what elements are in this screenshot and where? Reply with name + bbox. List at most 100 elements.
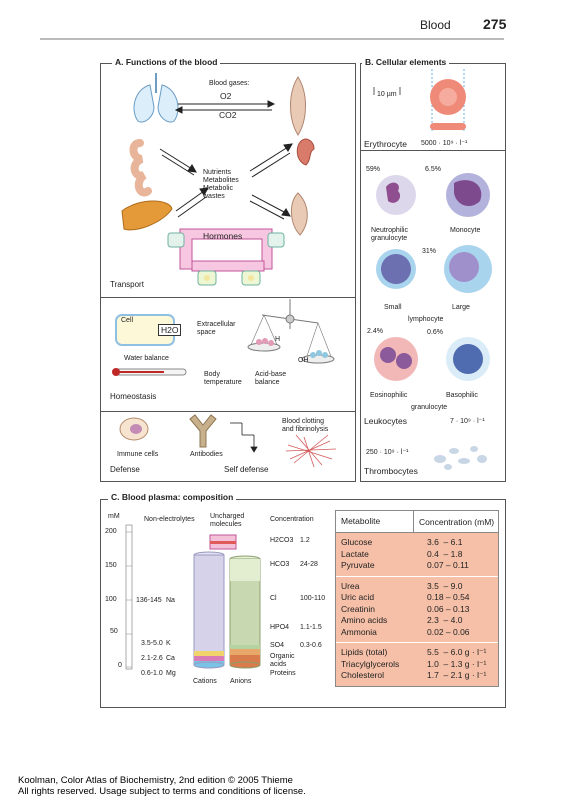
scale-bar bbox=[373, 87, 401, 95]
antibodies-label: Antibodies bbox=[190, 451, 223, 458]
anion-hpo4-range: 1.1-1.5 bbox=[300, 624, 322, 631]
metabolite-concentration: 3.5 – 9.0 bbox=[427, 580, 463, 591]
body-temp-line-2: temperature bbox=[204, 379, 242, 386]
section-b-title: B. Cellular elements bbox=[362, 57, 450, 67]
leukocytes-label: Leukocytes bbox=[364, 416, 407, 426]
non-electrolytes-label: Non-electrolytes bbox=[144, 516, 195, 523]
cations-axis-label: Cations bbox=[193, 678, 217, 685]
uncharged-line-2: molecules bbox=[210, 521, 242, 528]
clotting-cascade-arrows bbox=[230, 422, 258, 453]
metabolite-name: Lactate bbox=[341, 548, 369, 559]
cation-column bbox=[193, 554, 225, 666]
defense-label: Defense bbox=[110, 465, 140, 474]
cation-ca-range: 2.1-2.6 bbox=[141, 655, 163, 662]
hormones-label: Hormones bbox=[203, 231, 243, 241]
footer-line-2: All rights reserved. Usage subject to te… bbox=[18, 786, 306, 797]
y-tick-50: 50 bbox=[110, 628, 118, 635]
page-running-title: Blood bbox=[420, 18, 451, 32]
h-ion-label: H bbox=[275, 336, 281, 343]
antibody-icon bbox=[189, 414, 217, 448]
unit-label: mM bbox=[108, 513, 120, 520]
metabolite-concentration: 0.02 – 0.06 bbox=[427, 626, 470, 637]
water-balance-label: Water balance bbox=[124, 355, 169, 362]
self-defense-label: Self defense bbox=[224, 465, 269, 474]
acid-base-line-2: balance bbox=[255, 379, 280, 386]
metabolite-name: Amino acids bbox=[341, 615, 388, 625]
footer-line-1: Koolman, Color Atlas of Biochemistry, 2n… bbox=[18, 775, 293, 786]
nutrients-line-2: Metabolites bbox=[203, 177, 239, 184]
section-c-frame bbox=[100, 499, 506, 708]
table-group: Lipids (total) 5.5 – 6.0 g · l⁻¹ Triacylgl… bbox=[336, 642, 498, 686]
concentration-label: Concentration bbox=[270, 516, 314, 523]
extracellular-line-2: space bbox=[197, 329, 216, 336]
section-b-illustration bbox=[373, 69, 492, 470]
anion-cl-range: 100-110 bbox=[300, 595, 326, 602]
monocyte-label: Monocyte bbox=[450, 227, 481, 234]
anion-hco3-ion: HCO3 bbox=[270, 561, 290, 568]
nutrients-line-1: Nutrients bbox=[203, 169, 232, 176]
section-a-illustration bbox=[112, 73, 337, 468]
metabolite-concentration: 0.18 – 0.54 bbox=[427, 592, 470, 602]
neutrophil-pct: 59% bbox=[366, 166, 381, 173]
table-row: Amino acids 2.3 – 4.0 bbox=[336, 615, 498, 627]
section-a-divider-2 bbox=[100, 411, 355, 412]
h2o-label: H2O bbox=[158, 324, 182, 336]
monocyte-pct: 6.5% bbox=[425, 166, 441, 173]
anion-hpo4-ion: HPO4 bbox=[270, 624, 290, 631]
cell-label: Cell bbox=[121, 317, 134, 324]
header-metabolite: Metabolite bbox=[336, 511, 414, 532]
header-rule bbox=[40, 38, 504, 40]
cation-ca-ion: Ca bbox=[166, 655, 175, 662]
metabolite-concentration: 0.07 – 0.11 bbox=[427, 560, 469, 570]
metabolite-name: Lipids (total) bbox=[341, 647, 388, 657]
section-a-title: A. Functions of the blood bbox=[112, 57, 221, 67]
page-number: 275 bbox=[483, 16, 507, 32]
nutrients-line-3: Metabolic bbox=[203, 185, 233, 192]
table-row: Pyruvate 0.07 – 0.11 bbox=[336, 560, 498, 572]
kidney-icon bbox=[296, 138, 315, 166]
section-a-frame bbox=[100, 63, 356, 482]
metabolite-name: Urea bbox=[341, 580, 360, 591]
metabolite-concentration: 1.0 – 1.3 g · l⁻¹ bbox=[427, 658, 487, 669]
basophil-pct: 0.6% bbox=[427, 329, 443, 336]
co2-label: CO2 bbox=[219, 110, 237, 120]
table-header: Metabolite Concentration (mM) bbox=[335, 510, 499, 532]
cation-k-range: 3.5-5.0 bbox=[141, 640, 163, 647]
metabolite-concentration: 2.3 – 4.0 bbox=[427, 615, 463, 625]
leukocyte-count: 7 · 10⁹ · l⁻¹ bbox=[450, 418, 485, 425]
anion-so4-range: 0.3-0.6 bbox=[300, 642, 322, 649]
metabolite-name: Triacylglycerols bbox=[341, 658, 400, 669]
thrombocytes-label: Thrombocytes bbox=[364, 466, 418, 476]
metabolite-name: Pyruvate bbox=[341, 560, 375, 570]
table-row: Urea 3.5 – 9.0 bbox=[336, 581, 498, 593]
lymphocyte-label: lymphocyte bbox=[408, 316, 444, 323]
lungs-icon bbox=[133, 73, 179, 123]
gases-label: Blood gases: bbox=[209, 80, 250, 87]
anion-organic-ion: Organic acids bbox=[270, 653, 295, 668]
metabolite-concentration: 3.6 – 6.1 bbox=[427, 537, 463, 547]
erythrocyte-count: 5000 · 10⁹ · l⁻¹ bbox=[421, 140, 468, 147]
basophilic-label: Basophilic bbox=[446, 392, 478, 399]
intestine-icon bbox=[129, 139, 152, 197]
header-concentration: Concentration (mM) bbox=[419, 516, 495, 527]
thrombocyte-count: 250 · 10⁹ · l⁻¹ bbox=[366, 449, 409, 456]
metabolite-concentration: 1.7 – 2.1 g · l⁻¹ bbox=[427, 670, 487, 680]
anion-so4-ion: SO4 bbox=[270, 642, 285, 649]
muscle-icon-2 bbox=[291, 192, 308, 236]
transport-label: Transport bbox=[110, 280, 144, 289]
gas-exchange-arrows bbox=[174, 100, 276, 114]
mm-scale-ruler bbox=[125, 524, 133, 670]
table-row: Lipids (total) 5.5 – 6.0 g · l⁻¹ bbox=[336, 647, 498, 659]
cation-mg-range: 0.6-1.0 bbox=[141, 670, 163, 677]
cation-k-ion: K bbox=[166, 640, 171, 647]
eosinophilic-label: Eosinophilic bbox=[370, 392, 408, 399]
erythrocyte-icon bbox=[430, 69, 466, 131]
thrombocyte-icons bbox=[434, 446, 487, 470]
metabolite-concentration: 5.5 – 6.0 g · l⁻¹ bbox=[427, 647, 487, 657]
